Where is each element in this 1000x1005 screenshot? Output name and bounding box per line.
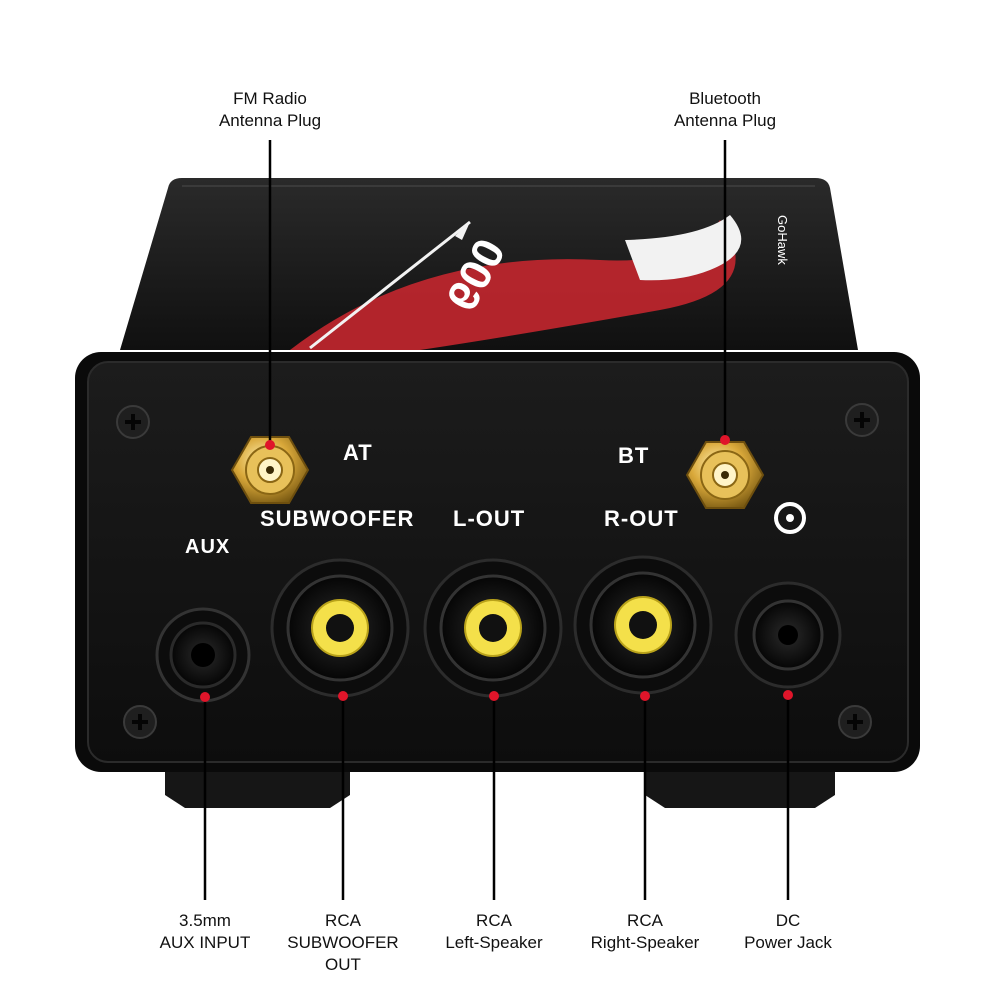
screw-icon [838, 705, 872, 739]
rca-left-jack [423, 558, 563, 698]
callout-fm-antenna: FM Radio Antenna Plug [218, 89, 322, 130]
panel-label-r-out: R-OUT [604, 506, 679, 531]
power-symbol-icon [774, 502, 806, 534]
callout-bt-antenna: Bluetooth Antenna Plug [673, 89, 777, 130]
red-swoosh-graphic [290, 220, 736, 350]
panel-label-subwoofer: SUBWOOFER [260, 506, 415, 531]
callout-rca-right: RCA Right-Speaker [590, 911, 700, 952]
brand-graphic-text: GoHawk [775, 215, 790, 265]
callout-rca-subwoofer: RCA SUBWOOFER OUT [287, 911, 399, 974]
marker-fm [265, 440, 275, 450]
screw-icon [123, 705, 157, 739]
screw-icon [116, 405, 150, 439]
marker-bt [720, 435, 730, 445]
marker-left [489, 691, 499, 701]
panel-label-at: AT [343, 440, 373, 465]
marker-dc [783, 690, 793, 700]
aux-jack [155, 607, 251, 703]
dc-power-jack [734, 581, 842, 689]
screw-icon [845, 403, 879, 437]
rca-right-jack [573, 555, 713, 695]
rca-subwoofer-jack [270, 558, 410, 698]
callout-rca-left: RCA Left-Speaker [445, 911, 543, 952]
callout-dc-jack: DC Power Jack [744, 911, 832, 952]
marker-sub [338, 691, 348, 701]
callout-aux-input: 3.5mm AUX INPUT [159, 911, 251, 952]
bt-antenna-connector [685, 441, 765, 509]
panel-label-l-out: L-OUT [453, 506, 526, 531]
panel-label-aux: AUX [185, 536, 231, 558]
marker-right [640, 691, 650, 701]
marker-aux [200, 692, 210, 702]
panel-label-bt: BT [618, 443, 650, 468]
